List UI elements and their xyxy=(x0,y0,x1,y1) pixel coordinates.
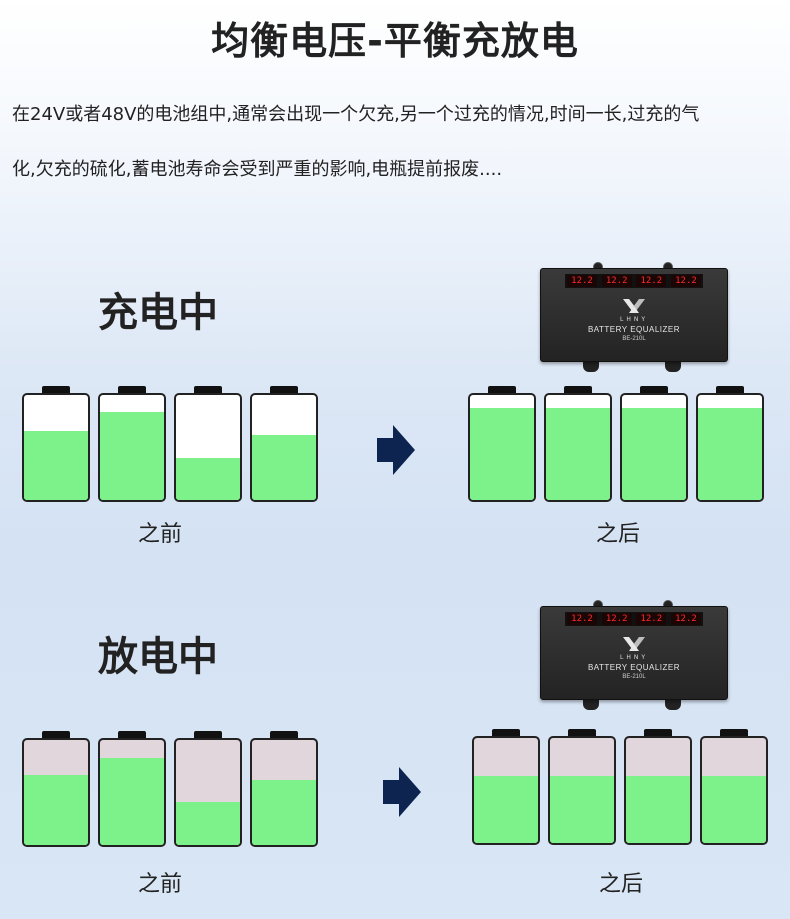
battery xyxy=(98,731,166,847)
battery-fill xyxy=(470,407,534,500)
description-line-2: 化,欠充的硫化,蓄电池寿命会受到严重的影响,电瓶提前报废.... xyxy=(12,159,503,180)
battery-fill xyxy=(100,411,164,500)
discharging-before-label: 之前 xyxy=(137,872,182,897)
battery xyxy=(472,729,540,845)
battery-fill xyxy=(176,458,240,500)
voltage-displays: 12.2 12.2 12.2 12.2 xyxy=(565,274,703,288)
battery-equalizer-device: 12.2 12.2 12.2 12.2 LHNY BATTERY EQUALIZ… xyxy=(540,600,728,710)
device-model: BE-210L xyxy=(622,336,646,342)
charging-title: 充电中 xyxy=(98,290,218,336)
battery xyxy=(174,386,242,502)
battery xyxy=(174,731,242,847)
brand-text: LHNY xyxy=(619,316,648,323)
battery-fill xyxy=(626,775,690,843)
battery-fill xyxy=(24,774,88,845)
battery-fill xyxy=(550,775,614,843)
battery xyxy=(22,386,90,502)
device-name: BATTERY EQUALIZER xyxy=(587,663,681,672)
brand-logo-icon xyxy=(623,299,645,313)
battery-fill xyxy=(546,407,610,500)
voltage-display: 12.2 xyxy=(670,275,701,287)
battery xyxy=(624,729,692,845)
device-model: BE-210L xyxy=(622,674,646,680)
battery xyxy=(22,731,90,847)
right-arrow-icon xyxy=(377,425,415,475)
brand-logo-icon xyxy=(623,637,645,651)
battery xyxy=(250,386,318,502)
battery xyxy=(98,386,166,502)
battery-fill xyxy=(252,434,316,500)
description-line-1: 在24V或者48V的电池组中,通常会出现一个欠充,另一个过充的情况,时间一长,过… xyxy=(12,104,700,125)
charging-before-label: 之前 xyxy=(137,522,182,547)
device-name: BATTERY EQUALIZER xyxy=(587,325,681,334)
battery xyxy=(548,729,616,845)
battery xyxy=(544,386,612,502)
battery-fill xyxy=(252,779,316,845)
voltage-display: 12.2 xyxy=(636,613,667,625)
voltage-display: 12.2 xyxy=(601,275,632,287)
battery-fill xyxy=(474,775,538,843)
voltage-display: 12.2 xyxy=(567,613,597,625)
voltage-display: 12.2 xyxy=(601,613,632,625)
right-arrow-icon xyxy=(383,767,421,817)
battery-equalizer-device: 12.2 12.2 12.2 12.2 LHNY BATTERY EQUALIZ… xyxy=(540,262,728,372)
battery-fill xyxy=(702,775,766,843)
battery-fill xyxy=(100,757,164,845)
battery-fill xyxy=(24,430,88,500)
charging-after-label: 之后 xyxy=(595,522,640,547)
page-title: 均衡电压-平衡充放电 xyxy=(211,19,579,63)
battery xyxy=(700,729,768,845)
voltage-displays: 12.2 12.2 12.2 12.2 xyxy=(565,612,703,626)
discharging-after-label: 之后 xyxy=(598,872,643,897)
battery-fill xyxy=(698,407,762,500)
battery xyxy=(468,386,536,502)
battery xyxy=(696,386,764,502)
battery xyxy=(250,731,318,847)
battery-fill xyxy=(176,801,240,845)
voltage-display: 12.2 xyxy=(636,275,667,287)
battery-fill xyxy=(622,407,686,500)
voltage-display: 12.2 xyxy=(670,613,701,625)
discharging-title: 放电中 xyxy=(98,634,218,680)
voltage-display: 12.2 xyxy=(567,275,597,287)
battery xyxy=(620,386,688,502)
brand-text: LHNY xyxy=(619,654,648,661)
